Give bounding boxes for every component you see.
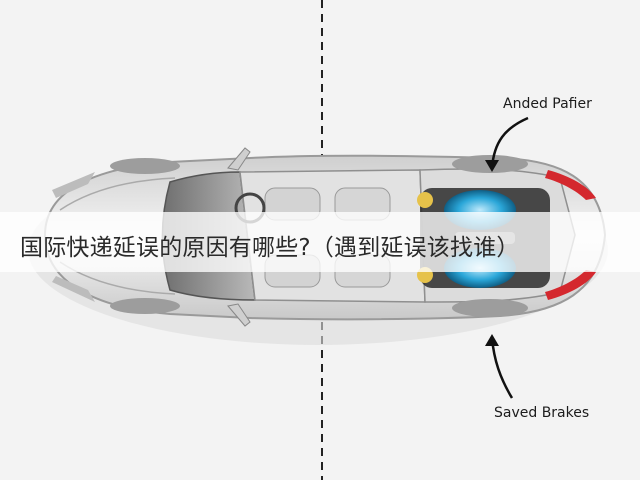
callout-label-bottom: Saved Brakes (494, 405, 590, 421)
arrow-icon (490, 337, 514, 399)
headline-banner (0, 212, 640, 272)
headline-text: 国际快递延误的原因有哪些?（遇到延误该找谁） (20, 235, 520, 261)
callout-label-top: Anded Pafier (503, 96, 592, 112)
